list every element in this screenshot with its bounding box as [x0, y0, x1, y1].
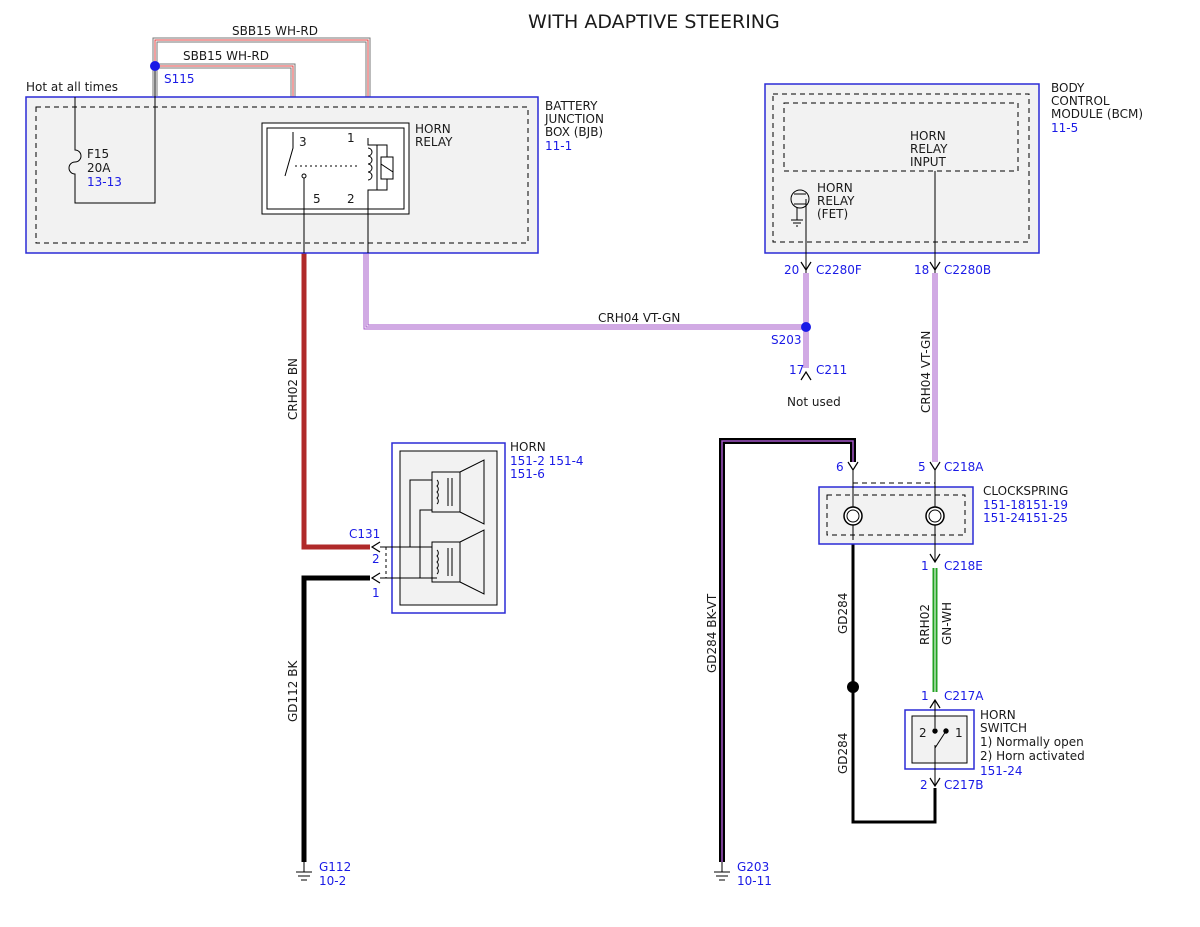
gd284-splice [847, 681, 859, 693]
horn-relay-internals [284, 132, 394, 253]
label-bjb-2: JUNCTION [544, 112, 604, 126]
label-horn-switch-3: 1) Normally open [980, 735, 1084, 749]
fuse-f15-symbol [68, 70, 156, 204]
label-c131-pin2: 2 [372, 552, 380, 566]
label-gn-wh: GN-WH [940, 602, 954, 645]
label-bcm-1: BODY [1051, 81, 1085, 95]
label-relay-pin2: 2 [347, 192, 355, 206]
label-horn-switch-pin2: 2 [919, 726, 927, 740]
label-c218a: C218A [944, 460, 984, 474]
label-horn-switch-2: SWITCH [980, 721, 1027, 735]
label-f15: F15 [87, 147, 109, 161]
label-pin2-c217b: 2 [920, 778, 928, 792]
splice-s203 [801, 322, 811, 332]
label-g203: G203 [737, 860, 769, 874]
label-clockspring-ref1: 151-18151-19 [983, 498, 1068, 512]
clockspring-lines [852, 470, 936, 562]
label-horn-relay-input-2: RELAY [910, 142, 948, 156]
label-clockspring-ref2: 151-24151-25 [983, 511, 1068, 525]
bcm-outline [764, 83, 1040, 254]
label-relay-pin5: 5 [313, 192, 321, 206]
label-bcm-2: CONTROL [1051, 94, 1110, 108]
label-horn-switch-ref: 151-24 [980, 764, 1023, 778]
label-pin6: 6 [836, 460, 844, 474]
wire-crh04-horizontal [363, 253, 806, 330]
label-horn-switch-4: 2) Horn activated [980, 749, 1085, 763]
label-fet-1: HORN [817, 181, 853, 195]
label-pin1-c217a: 1 [921, 689, 929, 703]
diagram-title: WITH ADAPTIVE STEERING [528, 11, 780, 33]
label-c131: C131 [349, 527, 380, 541]
wire-gd112-bk [301, 575, 370, 862]
horn-speakers [380, 459, 485, 595]
label-horn: HORN [510, 440, 546, 454]
label-gd284-bkvt: GD284 BK-VT [705, 593, 719, 673]
label-horn-switch-1: HORN [980, 708, 1016, 722]
label-c218e: C218E [944, 559, 983, 573]
label-not-used: Not used [787, 395, 841, 409]
label-horn-relay-1: HORN [415, 122, 451, 136]
label-fet-2: RELAY [817, 194, 855, 208]
horn-switch-contacts [932, 700, 949, 786]
label-crh04-vertical: CRH04 VT-GN [919, 331, 933, 413]
label-pin5-c218a: 5 [918, 460, 926, 474]
label-horn-relay-input-3: INPUT [910, 155, 947, 169]
ground-g112-symbol [296, 862, 312, 881]
bcm-inner-dashed [772, 93, 1030, 243]
label-bjb-3: BOX (BJB) [545, 125, 603, 139]
bjb-inner-dashed [35, 106, 529, 244]
label-pin17: 17 [789, 363, 804, 377]
label-s115: S115 [164, 72, 195, 86]
label-horn-relay-input-1: HORN [910, 129, 946, 143]
label-relay-pin1: 1 [347, 131, 355, 145]
label-sbb15-bottom: SBB15 WH-RD [183, 49, 269, 63]
label-c217a: C217A [944, 689, 984, 703]
label-bjb-1: BATTERY [545, 99, 598, 113]
label-g203-ref: 10-11 [737, 874, 772, 888]
label-horn-ref1: 151-2 151-4 [510, 454, 584, 468]
label-gd112-bk: GD112 BK [286, 660, 300, 722]
label-pin20: 20 [784, 263, 799, 277]
label-pin18: 18 [914, 263, 929, 277]
label-rrh02: RRH02 [918, 604, 932, 645]
label-gd284-lower: GD284 [836, 733, 850, 774]
label-crh02-bn: CRH02 BN [286, 358, 300, 420]
label-clockspring: CLOCKSPRING [983, 484, 1068, 498]
label-f15-amp: 20A [87, 161, 111, 175]
label-hot-at-all-times: Hot at all times [26, 80, 118, 94]
label-c217b: C217B [944, 778, 984, 792]
label-bcm-3: MODULE (BCM) [1051, 107, 1143, 121]
label-s203: S203 [771, 333, 802, 347]
ground-g203-symbol [714, 862, 730, 881]
label-bjb-ref: 11-1 [545, 139, 572, 153]
label-pin1-c218e: 1 [921, 559, 929, 573]
label-horn-relay-2: RELAY [415, 135, 453, 149]
label-horn-switch-pin1: 1 [955, 726, 963, 740]
label-c2280f: C2280F [816, 263, 862, 277]
label-sbb15-top: SBB15 WH-RD [232, 24, 318, 38]
label-c131-pin1: 1 [372, 586, 380, 600]
wire-gd284-bkvt [719, 438, 856, 862]
label-gd284-upper: GD284 [836, 593, 850, 634]
clockspring-inner-dashed [826, 494, 966, 536]
label-fet-3: (FET) [817, 207, 848, 221]
clockspring-contacts [843, 506, 945, 526]
label-horn-ref2: 151-6 [510, 467, 545, 481]
wire-crh02-bn [301, 253, 370, 550]
label-g112: G112 [319, 860, 351, 874]
label-relay-pin3: 3 [299, 135, 307, 149]
fet-symbol [790, 189, 810, 273]
splice-s115 [150, 61, 160, 71]
horn-switch-inner [911, 715, 968, 764]
label-c2280b: C2280B [944, 263, 991, 277]
label-crh04-horizontal: CRH04 VT-GN [598, 311, 680, 325]
label-c211: C211 [816, 363, 847, 377]
label-bcm-ref: 11-5 [1051, 121, 1078, 135]
bcm-horn-relay-input-box [783, 102, 1019, 172]
label-g112-ref: 10-2 [319, 874, 346, 888]
label-f15-ref: 13-13 [87, 175, 122, 189]
